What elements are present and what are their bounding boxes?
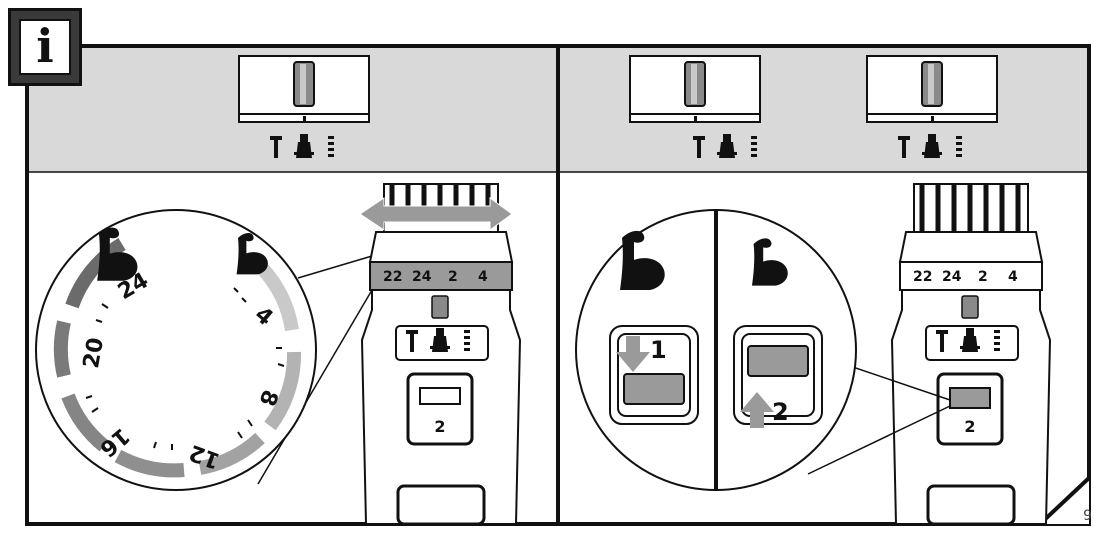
torque-ring-magnifier: [35, 209, 317, 491]
dial-band-value: 22: [383, 269, 402, 285]
right-drill: [807, 183, 1052, 526]
dial-band-value: 22: [913, 269, 932, 285]
left-tool-badge: 2: [434, 417, 445, 436]
left-dial-band: 22 24 2 4: [383, 269, 488, 285]
info-icon: i: [19, 19, 71, 75]
dial-band-value: 4: [1008, 269, 1018, 285]
page-number: 9: [1083, 508, 1092, 524]
dial-band-value: 24: [942, 269, 962, 285]
left-drill: [257, 183, 522, 526]
dial-band-value: 24: [412, 269, 432, 285]
dial-band-value: 4: [478, 269, 488, 285]
torque-ring-value: 20: [79, 336, 109, 371]
step-2-label: 2: [772, 398, 789, 426]
right-dial-band: 22 24 2 4: [913, 269, 1018, 285]
dial-band-value: 2: [978, 269, 988, 285]
info-badge: i: [8, 8, 82, 86]
dial-band-value: 2: [448, 269, 458, 285]
step-1-label: 1: [650, 336, 667, 364]
torque-ring-segments: [53, 238, 302, 478]
right-tool-badge: 2: [964, 417, 975, 436]
torque-ring-ticks: [85, 287, 285, 450]
